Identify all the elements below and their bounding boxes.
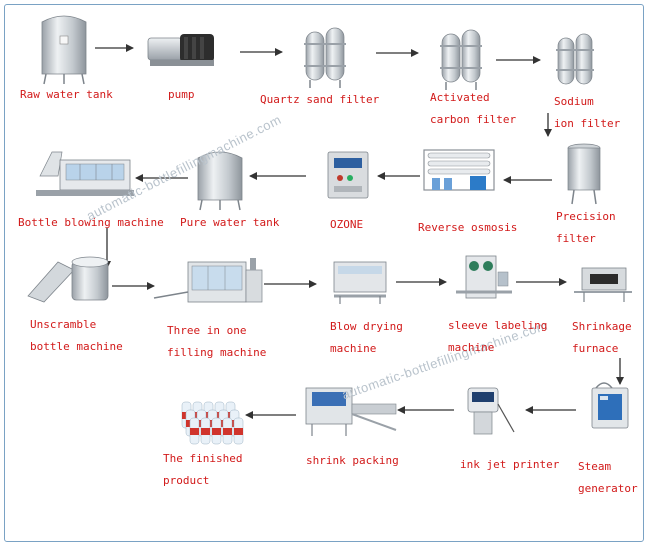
step-label-pure-water-tank: Pure water tank <box>180 212 279 234</box>
pump-icon <box>147 34 214 66</box>
ozone-generator-icon <box>327 151 369 199</box>
bottle-label <box>234 428 243 435</box>
step-label-line: shrink packing <box>306 454 399 467</box>
step-label-line: ink jet printer <box>460 458 560 471</box>
step-label-line: Unscramble <box>30 318 97 331</box>
step-label-line: Precision <box>556 210 616 223</box>
step-label-line: Three in one <box>167 324 247 337</box>
step-label-line: Quartz sand filter <box>260 93 380 106</box>
step-label-line: Activated <box>430 91 490 104</box>
step-label-line: machine <box>330 342 377 355</box>
step-label-line: furnace <box>572 342 619 355</box>
cartridge-filter-icon <box>567 143 601 205</box>
bottle-label <box>223 428 232 435</box>
step-label-ozone: OZONE <box>330 214 363 236</box>
step-label-line: Sodium <box>554 95 594 108</box>
step-label-sleeve-labeling-machine: sleeve labeling machine <box>448 315 547 359</box>
twin-filter-icon <box>440 29 482 90</box>
filling-machine-icon <box>153 258 263 303</box>
step-label-line: machine <box>448 341 495 354</box>
step-label-line: pump <box>168 88 195 101</box>
step-label-line: Steam <box>578 460 612 473</box>
shrink-wrapper-icon <box>305 387 397 436</box>
diagram-border <box>4 4 644 542</box>
step-label-bottle-blowing-machine: Bottle blowing machine <box>18 212 164 234</box>
blow-molding-machine-icon <box>36 151 134 196</box>
labeler-icon <box>456 255 512 299</box>
step-label-line: Pure water tank <box>180 216 280 229</box>
step-label-line: The finished <box>163 452 243 465</box>
step-label-sodium-ion-filter: Sodium ion filter <box>554 91 620 135</box>
step-label-precision-filter: Precision filter <box>556 206 616 250</box>
unscrambler-icon <box>27 256 109 303</box>
step-label-the-finished-product: The finished product <box>163 448 242 492</box>
shrink-tunnel-icon <box>574 267 632 302</box>
twin-filter-icon <box>556 33 594 85</box>
step-label-raw-water-tank: Raw water tank <box>20 84 113 106</box>
step-label-blow-drying-machine: Blow drying machine <box>330 316 403 360</box>
bottle-label <box>201 428 210 435</box>
step-label-ink-jet-printer: ink jet printer <box>460 454 559 476</box>
step-label-shrink-packing: shrink packing <box>306 450 399 472</box>
bottle-label <box>190 428 199 435</box>
step-label-reverse-osmosis: Reverse osmosis <box>418 217 517 239</box>
step-label-activated-carbon-filter: Activated carbon filter <box>430 87 516 131</box>
steam-generator-icon <box>591 382 629 429</box>
step-label-line: Raw water tank <box>20 88 113 101</box>
step-label-line: Shrinkage <box>572 320 632 333</box>
step-label-unscramble-bottle-machine: Unscramble bottle machine <box>30 314 123 358</box>
step-label-line: filling machine <box>167 346 267 359</box>
step-label-line: filter <box>556 232 596 245</box>
step-label-line: sleeve labeling <box>448 319 548 332</box>
dryer-icon <box>333 261 387 304</box>
bottle-label <box>212 428 221 435</box>
tank-icon <box>41 15 87 85</box>
step-label-shrinkage-furnace: Shrinkage furnace <box>572 316 632 360</box>
step-label-line: ion filter <box>554 117 621 130</box>
step-label-line: bottle machine <box>30 340 123 353</box>
step-label-line: Bottle blowing machine <box>18 216 164 229</box>
step-label-three-in-one-filling-machine: Three in one filling machine <box>167 320 266 364</box>
step-label-line: Blow drying <box>330 320 403 333</box>
ro-unit-icon <box>423 149 495 191</box>
bottle-pack-icon <box>181 401 244 445</box>
step-label-line: carbon filter <box>430 113 517 126</box>
step-label-line: OZONE <box>330 218 364 231</box>
step-label-quartz-sand-filter: Quartz sand filter <box>260 89 379 111</box>
inkjet-printer-icon <box>467 387 515 435</box>
step-label-steam-generator: Steam generator <box>578 456 638 500</box>
twin-filter-icon <box>304 27 346 88</box>
step-label-line: product <box>163 474 210 487</box>
step-label-pump: pump <box>168 84 195 106</box>
step-label-line: generator <box>578 482 638 495</box>
tank-icon <box>197 151 243 211</box>
step-label-line: Reverse osmosis <box>418 221 518 234</box>
